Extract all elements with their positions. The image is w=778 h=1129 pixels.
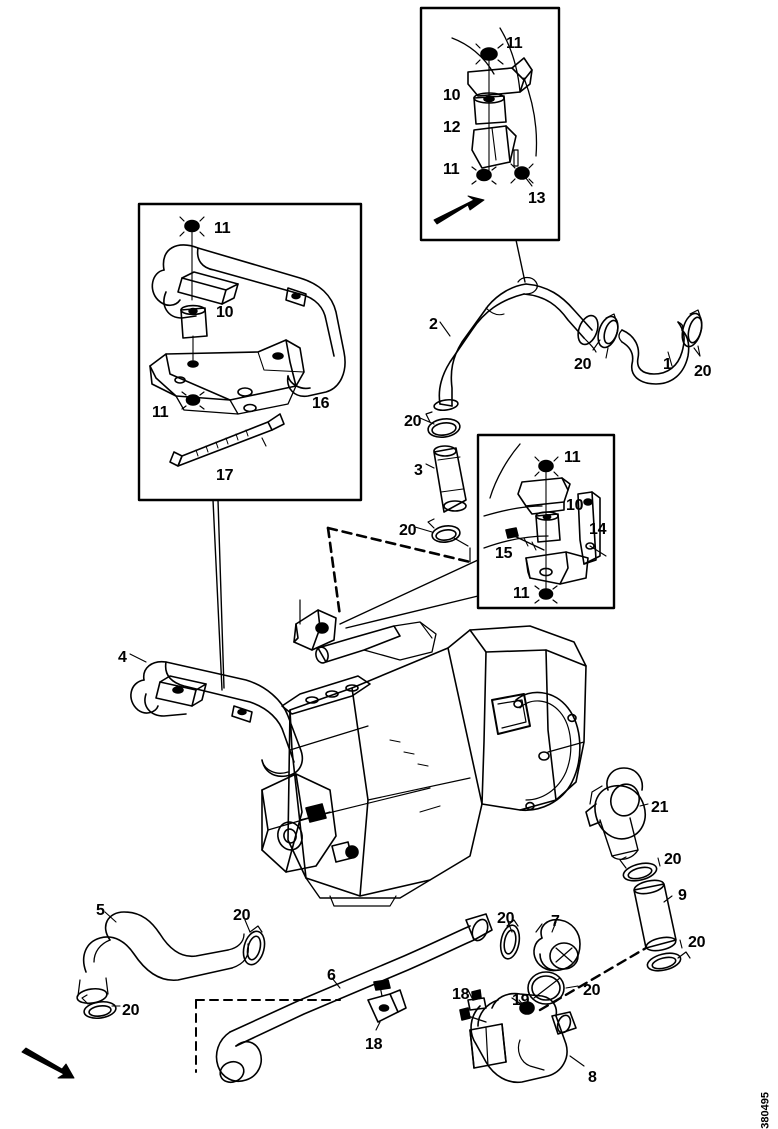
clamp-20-part7-bottom xyxy=(527,971,565,1005)
callout-11: 11 xyxy=(443,161,460,178)
callout-1: 1 xyxy=(663,356,672,373)
callout-9: 9 xyxy=(678,887,687,904)
callout-11: 11 xyxy=(506,35,523,52)
callout-20: 20 xyxy=(574,356,592,373)
callout-11: 11 xyxy=(152,404,169,421)
callout-21: 21 xyxy=(651,799,669,816)
callout-7: 7 xyxy=(551,913,560,930)
callout-20: 20 xyxy=(583,982,601,999)
part-5-hose xyxy=(76,911,250,1005)
callout-16: 16 xyxy=(312,395,330,412)
callout-20: 20 xyxy=(497,910,515,927)
callout-18: 18 xyxy=(452,986,470,1003)
callout-17: 17 xyxy=(216,467,234,484)
callout-11: 11 xyxy=(513,585,530,602)
callout-3: 3 xyxy=(414,462,423,479)
part-6-tube xyxy=(215,913,493,1084)
clamp-20-far-right xyxy=(681,309,703,357)
callout-10: 10 xyxy=(216,304,234,321)
callout-12: 12 xyxy=(443,119,461,136)
clamp-20-part9-bottom xyxy=(646,951,691,972)
sheet-direction-arrow xyxy=(21,1047,75,1079)
callout-20: 20 xyxy=(233,907,251,924)
callout-14: 14 xyxy=(589,521,607,538)
clamp-20-upper-right xyxy=(597,313,619,359)
callout-18: 18 xyxy=(365,1036,383,1053)
part-7-elbow xyxy=(533,918,581,972)
parts-diagram-sheet: 11 10 12 11 13 11 10 11 16 17 11 10 14 1… xyxy=(21,6,772,1129)
callout-10: 10 xyxy=(566,497,584,514)
clamp-20-mid-left xyxy=(425,411,461,438)
part-8-duct xyxy=(459,989,577,1084)
callout-5: 5 xyxy=(96,902,105,919)
clamp-20-part5-left xyxy=(81,994,117,1020)
callout-20: 20 xyxy=(664,851,682,868)
callout-2: 2 xyxy=(429,316,438,333)
callout-11: 11 xyxy=(564,449,581,466)
inset-top-contents xyxy=(433,27,538,225)
callout-11: 11 xyxy=(214,220,231,237)
part-2-upper-tube xyxy=(433,276,599,412)
callout-20: 20 xyxy=(688,934,706,951)
callout-20: 20 xyxy=(694,363,712,380)
clamp-20-part9-top xyxy=(619,856,658,882)
callout-8: 8 xyxy=(588,1069,597,1086)
callout-19: 19 xyxy=(512,992,530,1009)
callout-20: 20 xyxy=(404,413,422,430)
part-1-elbow-hose xyxy=(618,321,690,385)
callout-20: 20 xyxy=(399,522,417,539)
transmission-housing xyxy=(261,599,587,907)
part-3-connector-tube xyxy=(433,445,467,513)
callout-10: 10 xyxy=(443,87,461,104)
inset-right-contents xyxy=(483,443,607,604)
clamp-20-part5-right xyxy=(242,925,266,966)
part-9-tube xyxy=(633,879,677,952)
assembly-guides xyxy=(326,526,472,618)
callout-13: 13 xyxy=(528,190,546,207)
inset-left-contents xyxy=(149,216,346,467)
callout-15: 15 xyxy=(495,545,513,562)
callout-6: 6 xyxy=(327,967,336,984)
callout-20: 20 xyxy=(122,1002,140,1019)
clamp-20-part7-left xyxy=(499,919,521,960)
callout-4: 4 xyxy=(118,649,127,666)
part-21-intake-housing xyxy=(585,767,646,861)
clamp-20-lower-tube3 xyxy=(427,518,461,543)
diagram-artwork xyxy=(21,6,703,1084)
drawing-number: 380495 xyxy=(760,1092,772,1129)
part-4-tube xyxy=(130,660,304,778)
